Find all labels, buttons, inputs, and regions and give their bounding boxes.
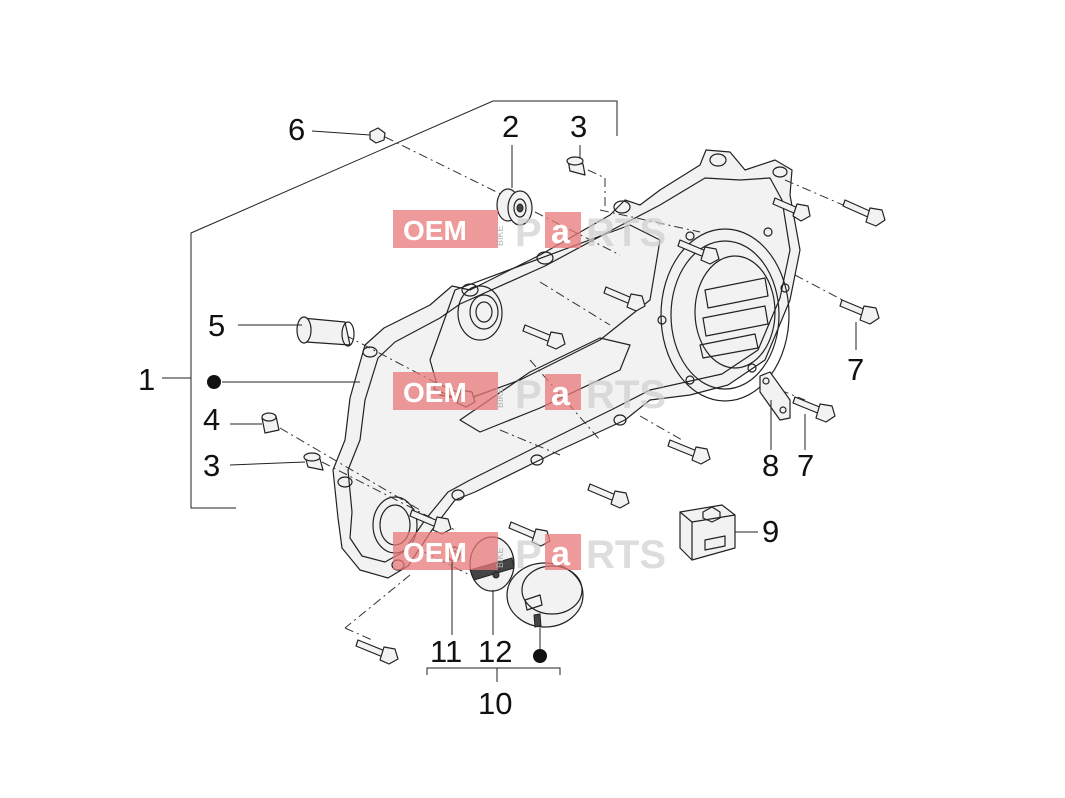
part-3-dowel-lower <box>303 452 324 471</box>
bolt-upper-center <box>603 286 646 312</box>
callout-8: 8 <box>762 448 779 483</box>
bolt-upper-right <box>772 197 811 222</box>
watermark-oem-text: OEM <box>403 215 467 246</box>
transmission-cover <box>332 149 801 579</box>
part-2-bearing <box>496 188 533 226</box>
watermark-a-text: a <box>551 213 571 251</box>
callout-7-lower: 7 <box>797 448 814 483</box>
watermark-bike-text: BIKE <box>495 225 505 246</box>
bullet-dot-bottom <box>533 649 547 663</box>
bolt-bottom-left <box>355 639 399 665</box>
watermark-rts-text: RTS <box>586 211 666 255</box>
watermark-top: OEM BIKE P a RTS <box>393 210 666 255</box>
bolt-top-right <box>842 199 886 227</box>
watermark-middle: OEM BIKE P a RTS <box>393 372 666 417</box>
watermark-p-text: P <box>515 211 542 255</box>
watermark-rts-text: RTS <box>586 373 666 417</box>
bolt-upper-middle <box>522 324 566 350</box>
part-9-rubber-block <box>679 504 736 561</box>
callout-11: 11 <box>430 634 462 669</box>
callout-1: 1 <box>138 362 155 397</box>
bolts <box>355 197 886 665</box>
bolt-lower-left <box>409 509 452 535</box>
part-4-plug <box>261 412 280 434</box>
callout-5: 5 <box>208 308 225 343</box>
callout-2: 2 <box>502 109 519 144</box>
watermark-oem-text: OEM <box>403 377 467 408</box>
leader-lines <box>222 130 857 682</box>
watermark-a-text: a <box>551 535 571 573</box>
callout-3-top: 3 <box>570 109 587 144</box>
alignment-lines <box>279 136 853 641</box>
part-5-bushing <box>296 316 355 347</box>
part-8-bracket <box>759 371 791 421</box>
group-1-bracket <box>162 100 618 509</box>
bolt-7-upper <box>839 299 880 325</box>
part-10-outer-cap <box>506 562 584 628</box>
callout-12: 12 <box>478 634 512 669</box>
watermark-p-text: P <box>515 533 542 577</box>
callout-4: 4 <box>203 402 220 437</box>
bolt-center-lower <box>587 483 630 509</box>
callout-9: 9 <box>762 514 779 549</box>
bullet-dot-left <box>207 375 221 389</box>
watermark-p-text: P <box>515 373 542 417</box>
watermark-a-text: a <box>551 375 571 413</box>
part-6-nut <box>369 127 386 144</box>
callout-labels: 1 2 3 6 5 4 3 7 8 7 9 11 12 10 <box>138 109 864 721</box>
callout-10: 10 <box>478 686 512 721</box>
callout-6: 6 <box>288 112 305 147</box>
part-3-dowel-top <box>566 156 586 176</box>
watermark-bike-text: BIKE <box>495 387 505 408</box>
bolt-center-right <box>667 439 711 465</box>
callout-3-lower: 3 <box>203 448 220 483</box>
watermark-bottom: OEM BIKE P a RTS <box>393 532 666 577</box>
bolt-7-lower <box>792 396 836 423</box>
watermark-rts-text: RTS <box>586 533 666 577</box>
watermark-oem-text: OEM <box>403 537 467 568</box>
bolt-upper-right-inner <box>677 239 720 265</box>
callout-7-upper: 7 <box>847 352 864 387</box>
watermark-bike-text: BIKE <box>495 547 505 568</box>
